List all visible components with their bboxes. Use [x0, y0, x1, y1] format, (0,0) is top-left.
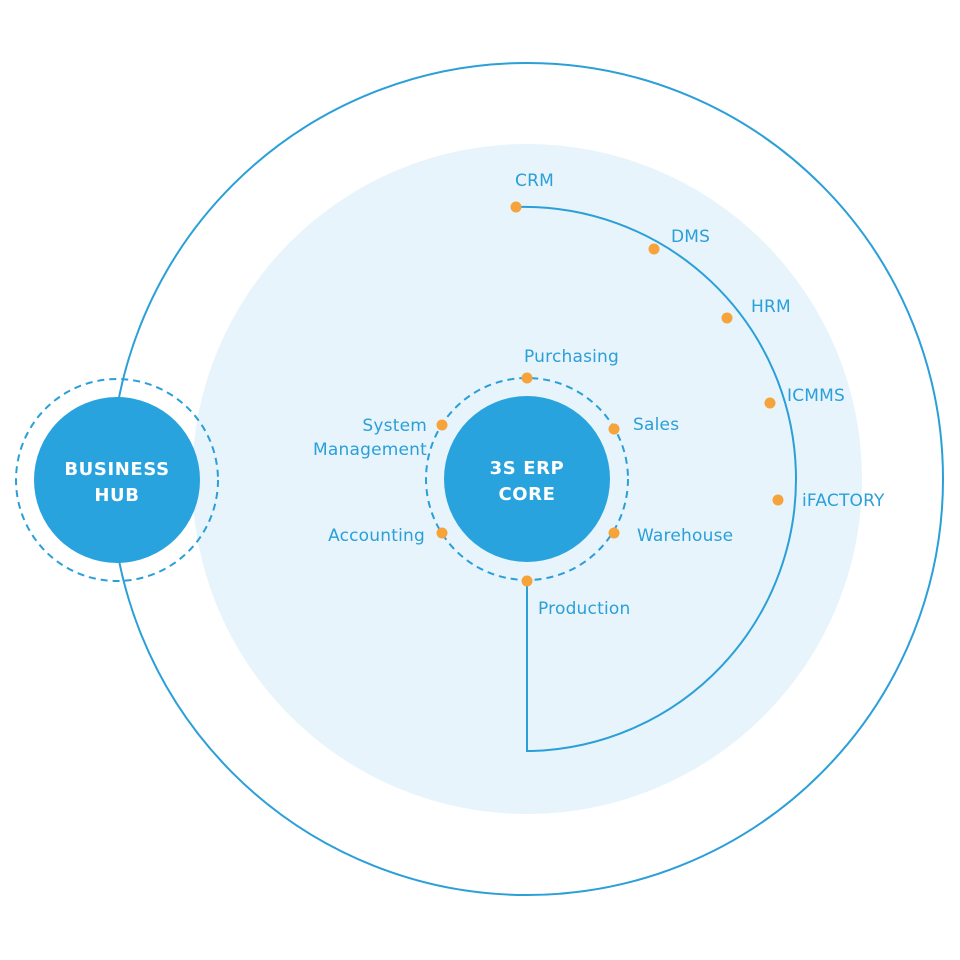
- business-hub-label-line1: BUSINESS: [64, 459, 169, 480]
- icmms-dot: [764, 397, 776, 409]
- erp-core-label-line2: CORE: [498, 484, 555, 505]
- erp-core-label-line1: 3S ERP: [490, 458, 565, 479]
- purchasing-label: Purchasing: [524, 347, 619, 367]
- crm-label: CRM: [515, 171, 554, 191]
- business-hub-label-line2: HUB: [94, 485, 139, 506]
- system-management-label-line1: System: [362, 416, 427, 436]
- warehouse-dot: [608, 527, 620, 539]
- accounting-dot: [436, 527, 448, 539]
- dms-label: DMS: [671, 227, 710, 247]
- purchasing-dot: [521, 372, 533, 384]
- icmms-label: ICMMS: [787, 386, 845, 406]
- hrm-label: HRM: [751, 297, 791, 317]
- production-label: Production: [538, 599, 630, 619]
- business-hub-dashed-ring: [15, 378, 219, 582]
- dms-dot: [648, 243, 660, 255]
- sales-label: Sales: [633, 415, 679, 435]
- business-hub-node: [34, 397, 200, 563]
- sales-dot: [608, 423, 620, 435]
- system-management-label-line2: Management: [313, 440, 427, 460]
- system-management-dot: [436, 419, 448, 431]
- erp-core-node: [444, 396, 610, 562]
- warehouse-label: Warehouse: [637, 526, 733, 546]
- extended-modules-arc: [515, 205, 798, 752]
- accounting-label: Accounting: [328, 526, 425, 546]
- crm-dot: [510, 201, 522, 213]
- ifactory-dot: [772, 494, 784, 506]
- ifactory-label: iFACTORY: [802, 491, 885, 511]
- production-dot: [521, 575, 533, 587]
- hrm-dot: [721, 312, 733, 324]
